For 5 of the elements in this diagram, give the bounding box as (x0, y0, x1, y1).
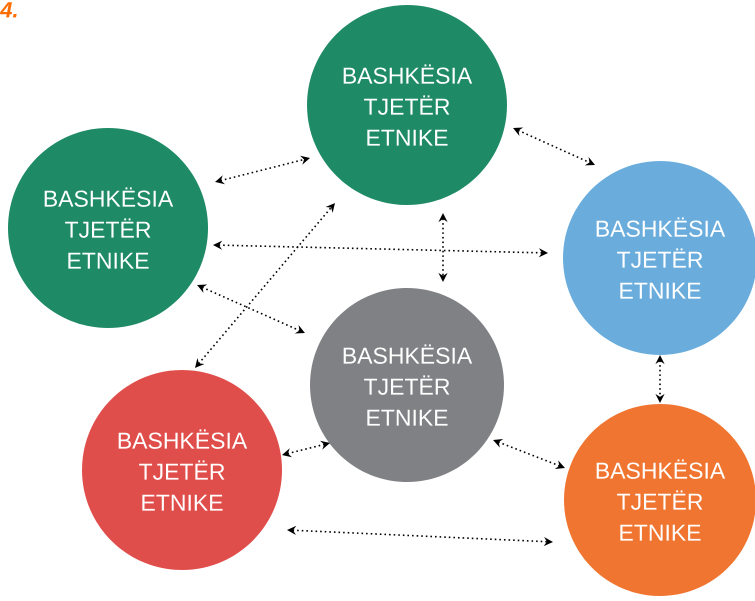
circle-node: BASHKËSIA TJETËR ETNIKE (307, 4, 507, 205)
circle-node: BASHKËSIA TJETËR ETNIKE (82, 370, 282, 570)
figure-number: 4. (0, 2, 17, 18)
circle-node: BASHKËSIA TJETËR ETNIKE (310, 288, 504, 482)
circle-node: BASHKËSIA TJETËR ETNIKE (8, 128, 208, 328)
